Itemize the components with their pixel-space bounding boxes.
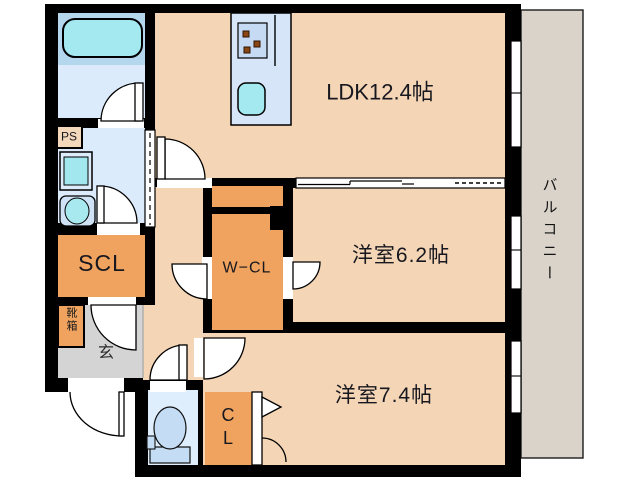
closet-door-strip <box>251 391 263 466</box>
burner-icon <box>253 40 261 48</box>
sliding-partitions <box>144 129 506 228</box>
pipe-space-label: PS <box>60 129 78 144</box>
closet-label-line1: C <box>221 405 235 425</box>
entrance-label: 玄 <box>97 344 115 362</box>
ldk-door-leaf <box>156 136 166 180</box>
fixtures <box>59 12 292 464</box>
ldk-door-opening <box>157 178 212 188</box>
kitchen-sink <box>237 82 266 116</box>
bedroom62-label: 洋室6.2帖 <box>351 243 451 267</box>
doors <box>69 82 321 466</box>
closet-label: C L <box>222 404 235 450</box>
balcony-label: バルコニー <box>540 177 558 287</box>
window-ldk <box>510 40 522 148</box>
stove <box>237 22 268 59</box>
bedroom74-label: 洋室7.4帖 <box>334 383 434 407</box>
bath-door-opening <box>98 119 144 128</box>
toilet-bowl <box>153 406 187 450</box>
wcl-right-door-swing <box>292 261 321 290</box>
wcl-wall-notch <box>270 206 293 230</box>
room-bedroom-62 <box>293 188 505 322</box>
closet-door-fold <box>261 395 283 419</box>
windows <box>506 40 522 414</box>
window-bedroom74 <box>510 340 522 414</box>
window-bedroom62 <box>510 215 522 290</box>
burner-icon <box>243 46 251 54</box>
washing-machine <box>63 156 89 186</box>
wcl-right-opening <box>283 257 293 299</box>
entrance-door-leaf <box>118 391 125 437</box>
scl-label: SCL <box>78 249 126 276</box>
bedroom74-door-opening <box>194 338 203 377</box>
entrance-door-swing <box>69 391 123 437</box>
washroom-door-opening <box>97 223 140 235</box>
scl-door-swing <box>90 304 137 351</box>
bedroom74-door-swing <box>203 337 246 380</box>
closet <box>205 392 252 465</box>
washroom-door-leaf <box>96 185 105 224</box>
toilet-flush-box <box>146 435 156 450</box>
scl-door-opening <box>88 297 136 305</box>
closet-door-arc <box>261 437 287 463</box>
closet-label-line2: L <box>222 428 233 448</box>
bathtub <box>62 18 143 58</box>
toilet-door-leaf <box>178 344 188 381</box>
wcl-upper-shelf <box>212 186 283 207</box>
room-floors <box>56 13 505 465</box>
shoe-closet-room <box>58 235 145 297</box>
room-ldk <box>155 13 505 178</box>
vanity-sink <box>64 197 90 225</box>
shoe-box <box>57 304 85 348</box>
ldk-door-swing <box>164 138 206 180</box>
balcony-area <box>520 9 584 459</box>
wcl-label: W−CL <box>222 259 272 277</box>
entrance-door-opening <box>68 378 124 392</box>
burner-icon <box>242 30 250 38</box>
bath-door-leaf <box>134 82 144 122</box>
walk-in-closet <box>212 214 283 330</box>
wcl-left-door-swing <box>171 263 208 300</box>
pipe-space-box <box>56 125 83 149</box>
toilet-door-opening <box>150 381 186 392</box>
shoe-box-label: 靴箱 <box>65 307 77 333</box>
toilet <box>146 406 191 464</box>
ldk-bedroom62-partition <box>295 177 506 189</box>
ldk-label: LDK12.4帖 <box>326 79 434 105</box>
